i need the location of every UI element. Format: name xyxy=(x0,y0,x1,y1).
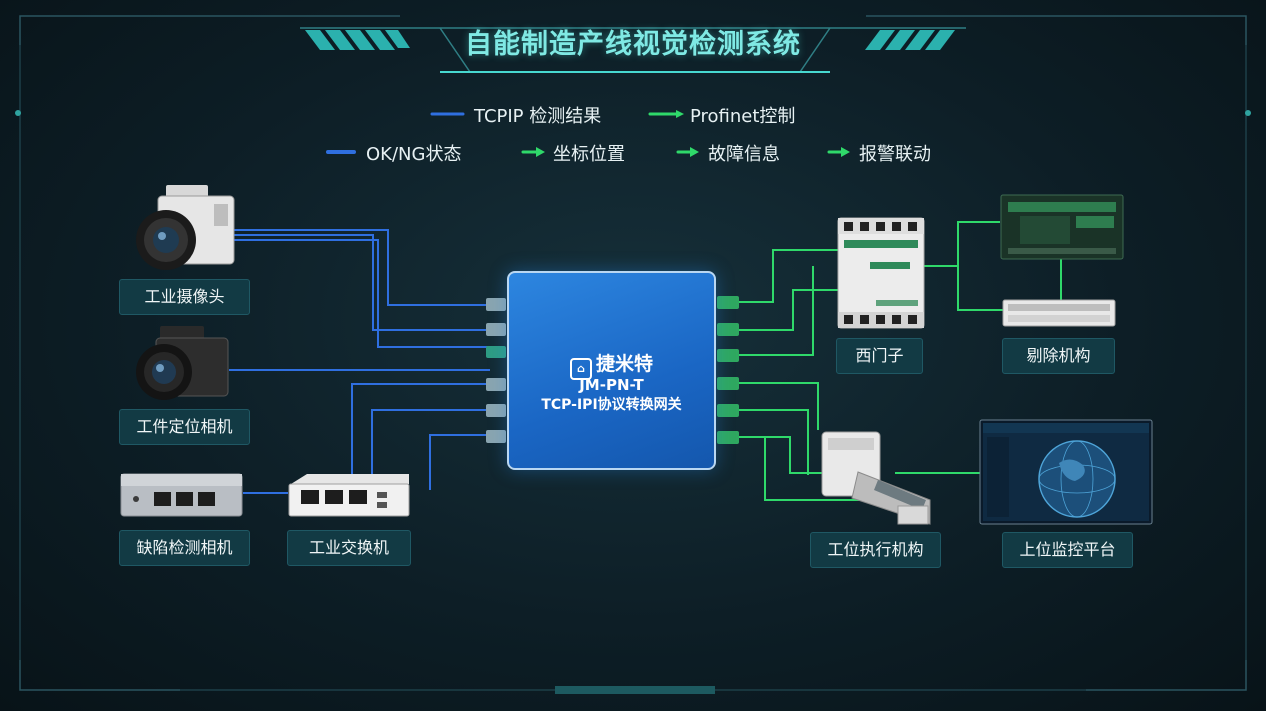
monitor-icon xyxy=(979,419,1153,525)
device-label-camera: 工业摄像头 xyxy=(119,279,250,315)
device-label-monitor: 上位监控平台 xyxy=(1002,532,1133,568)
brand-logo-icon: ⌂ xyxy=(569,358,592,380)
device-label-switch: 工业交换机 xyxy=(287,530,411,566)
device-label-siemens: 西门子 xyxy=(836,338,923,374)
legend-ok-ng: OK/NG状态 xyxy=(366,144,462,165)
legend-fault: 故障信息 xyxy=(708,144,780,165)
gateway-brand-text: 捷米特 xyxy=(595,353,653,375)
gateway-model: JM-PN-T xyxy=(579,376,644,394)
device-label-defect-camera: 缺陷检测相机 xyxy=(119,530,250,566)
protocol-gateway: ⌂捷米特 JM-PN-T TCP-IPI协议转换网关 xyxy=(507,271,716,470)
actuator-icon xyxy=(821,431,931,525)
camera-icon xyxy=(136,326,229,400)
gateway-description: TCP-IPI协议转换网关 xyxy=(541,397,682,413)
ethernet-switch-icon xyxy=(288,474,410,517)
device-label-positioning-camera: 工件定位相机 xyxy=(119,409,250,445)
gateway-brand: ⌂捷米特 xyxy=(509,349,714,380)
io-module-icon xyxy=(1000,194,1124,260)
io-module-icon xyxy=(1002,299,1116,327)
camera-icon xyxy=(136,185,235,270)
legend-profinet: Profinet控制 xyxy=(690,106,796,127)
plc-icon xyxy=(837,217,925,329)
device-label-reject: 剔除机构 xyxy=(1002,338,1115,374)
legend-alarm: 报警联动 xyxy=(859,144,931,165)
legend-tcpip: TCPIP 检测结果 xyxy=(474,106,602,127)
legend-coords: 坐标位置 xyxy=(553,144,625,165)
page-title: 自能制造产线视觉检测系统 xyxy=(465,29,801,60)
ethernet-switch-icon xyxy=(120,473,243,517)
device-label-actuator: 工位执行机构 xyxy=(810,532,941,568)
